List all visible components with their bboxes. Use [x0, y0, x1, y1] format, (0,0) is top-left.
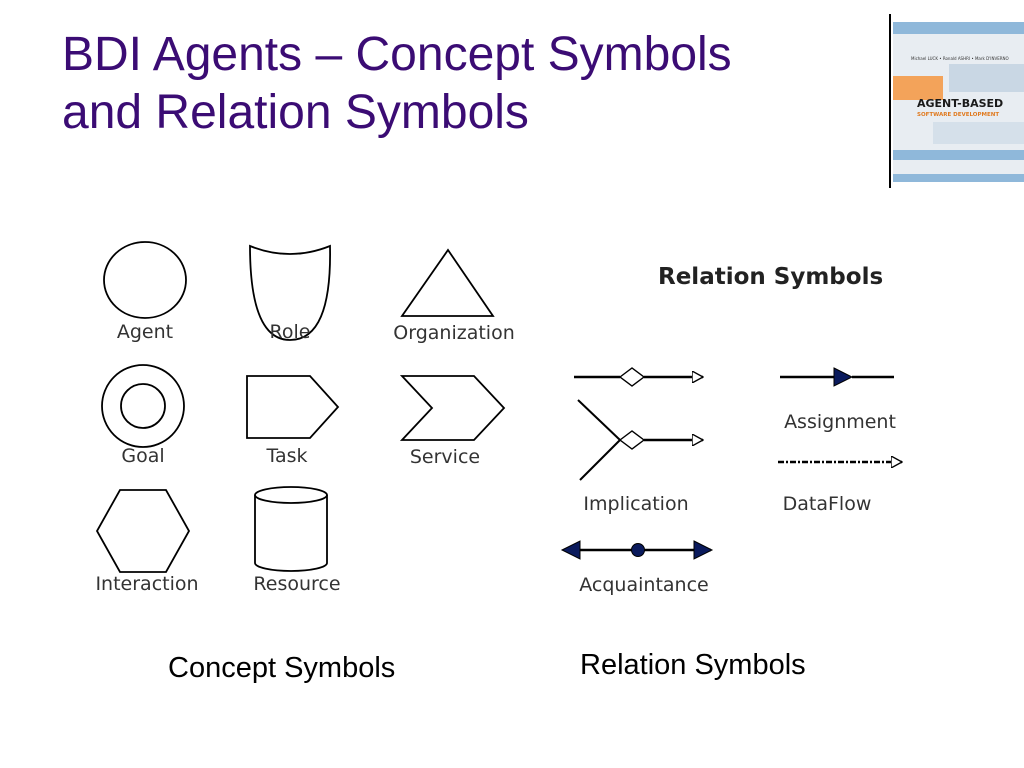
- concept-service: Service: [399, 375, 506, 468]
- assignment-arrowhead: [833, 367, 854, 387]
- implication-diamond-top: [618, 367, 646, 387]
- slide-title-line2: and Relation Symbols: [62, 86, 529, 139]
- concept-organization: Organization: [393, 248, 515, 344]
- concept-interaction: Interaction: [95, 489, 199, 595]
- concept-symbols-caption: Concept Symbols: [168, 652, 396, 684]
- implication-line-lower-diagonal: [579, 439, 621, 481]
- book-divider: [889, 14, 891, 188]
- book-subtitle: SOFTWARE DEVELOPMENT: [917, 112, 999, 118]
- relation-symbols-caption: Relation Symbols: [580, 649, 806, 681]
- agent-circle-shape: [103, 241, 187, 319]
- concept-resource: Resource: [253, 486, 341, 595]
- acquaintance-label: Acquaintance: [579, 574, 708, 596]
- organization-triangle-shape: [400, 248, 495, 317]
- organization-label: Organization: [393, 322, 514, 344]
- dataflow-label: DataFlow: [783, 493, 872, 515]
- book-title: AGENT-BASED: [917, 97, 1003, 110]
- goal-outer-circle-shape: [101, 364, 185, 448]
- interaction-label: Interaction: [95, 573, 198, 595]
- book-authors: Michael LUCK • Ronald ASHRI • Mark D'INV…: [911, 56, 1009, 61]
- acquaintance-dot: [631, 543, 645, 557]
- concept-role: Role: [249, 244, 331, 343]
- service-label: Service: [410, 446, 480, 468]
- concept-goal: Goal: [101, 364, 185, 467]
- resource-cylinder-body: [254, 495, 328, 572]
- resource-cylinder-top: [254, 486, 328, 504]
- implication-line-upper-diagonal: [577, 399, 621, 441]
- relation-assignment: Assignment: [780, 367, 896, 433]
- interaction-hexagon-shape: [95, 489, 191, 573]
- implication-diamond-bottom: [618, 430, 646, 450]
- slide-title: BDI Agents – Concept Symbols and Relatio…: [62, 26, 862, 142]
- agent-label: Agent: [117, 321, 173, 343]
- role-label: Role: [270, 321, 311, 343]
- slide-title-line1: BDI Agents – Concept Symbols: [62, 28, 732, 81]
- task-pentagon-shape: [246, 375, 340, 439]
- acquaintance-arrowhead-right: [693, 540, 714, 560]
- role-shield-shape: [249, 244, 331, 341]
- implication-label: Implication: [583, 493, 688, 515]
- concept-task: Task: [246, 375, 340, 467]
- relation-implication: Implication: [574, 367, 703, 515]
- resource-label: Resource: [253, 573, 340, 595]
- goal-inner-circle-shape: [120, 383, 166, 429]
- concept-agent: Agent: [103, 241, 187, 343]
- relation-symbols-heading: Relation Symbols: [658, 264, 883, 290]
- goal-label: Goal: [121, 445, 164, 467]
- relation-dataflow: DataFlow: [778, 462, 902, 515]
- book-cover-image: Michael LUCK • Ronald ASHRI • Mark D'INV…: [893, 14, 1024, 182]
- service-chevron-shape: [399, 375, 506, 441]
- task-label: Task: [265, 445, 307, 467]
- relation-acquaintance: Acquaintance: [560, 540, 714, 596]
- assignment-label: Assignment: [784, 411, 896, 433]
- acquaintance-arrowhead-left: [560, 540, 581, 560]
